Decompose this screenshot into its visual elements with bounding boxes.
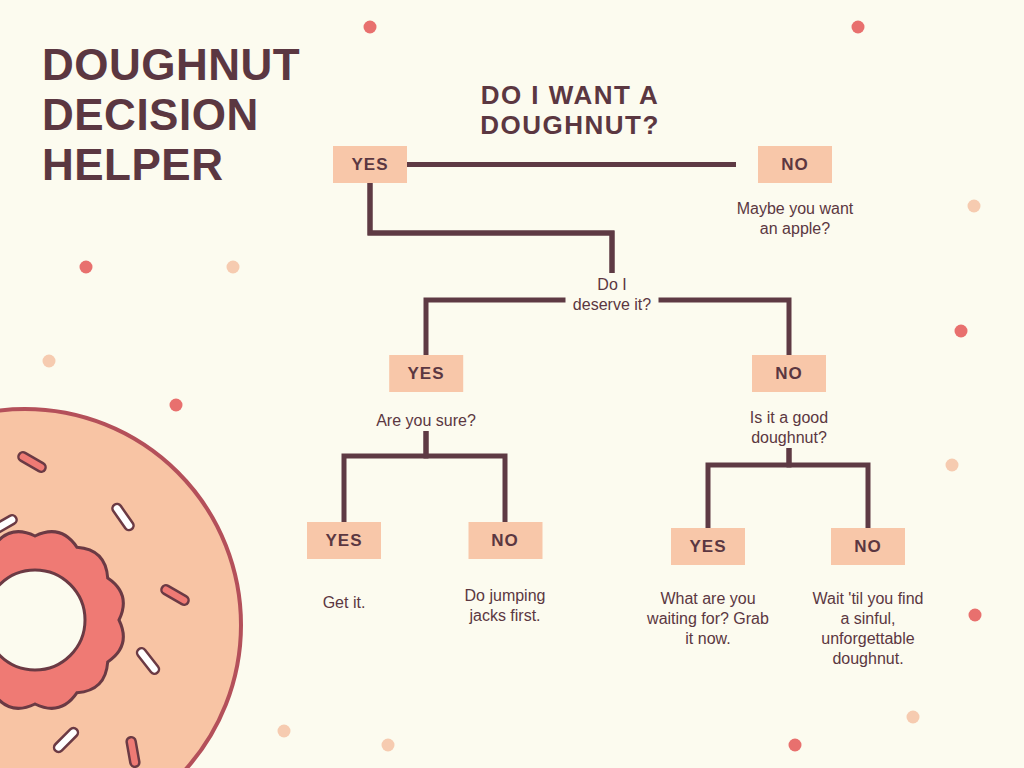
connector-line [370,183,789,355]
dot [968,200,981,213]
sprinkle-shape [52,726,80,754]
answer-text: What are you waiting for? Grab it now. [647,589,769,649]
doughnut-hole [0,570,85,670]
connector-line [426,431,505,522]
answer-box: NO [752,355,826,392]
answer-box: YES [333,146,407,183]
sprinkle-shape [17,451,47,474]
sprinkle [52,726,80,754]
sprinkle [126,736,140,767]
sprinkle-shape [160,584,190,607]
dot [969,609,982,622]
answer-text: Get it. [323,593,366,613]
answer-text: Is it a good doughnut? [739,408,839,448]
answer-text: Wait 'til you find a sinful, unforgettab… [808,589,928,669]
decision-node: NO Do jumping jacks first. [453,522,558,626]
dot [789,739,802,752]
dot [955,325,968,338]
sprinkle [160,584,190,607]
dot [852,21,865,34]
sprinkle [17,451,47,474]
decision-node: NO Wait 'til you find a sinful, unforgett… [808,528,928,669]
doughnut-illustration [0,409,241,768]
dot [43,355,56,368]
answer-box: NO [758,146,832,183]
question-text: Do I deserve it? [566,273,659,317]
answer-box: NO [468,522,542,559]
dot [946,459,959,472]
decision-node: YES What are you waiting for? Grab it now… [647,528,769,649]
connector-line [407,162,736,167]
page-title: DOUGHNUT DECISION HELPER [42,40,342,190]
dot [907,711,920,724]
answer-box: YES [307,522,381,559]
question-heading: DO I WANT A DOUGHNUT? [431,78,709,142]
dot [364,21,377,34]
answer-text: Are you sure? [376,411,476,431]
answer-box: YES [389,355,463,392]
dot [382,739,395,752]
sprinkle [111,502,136,532]
connector-line [344,431,426,522]
dot [170,399,183,412]
decision-node: YES Are you sure? [376,355,476,431]
decision-node: YES Get it. [307,522,381,613]
sprinkle-shape [111,502,136,532]
decision-node: NO Maybe you want an apple? [736,146,854,239]
dot [227,261,240,274]
answer-box: NO [831,528,905,565]
connector-line [370,183,612,355]
dot [278,725,291,738]
sprinkle [135,646,161,675]
answer-text: Do jumping jacks first. [453,586,558,626]
answer-text: Maybe you want an apple? [736,199,854,239]
answer-box: YES [671,528,745,565]
sprinkle-shape [0,514,18,537]
decision-node: NO Is it a good doughnut? [739,355,839,448]
sprinkle [0,514,18,537]
sprinkle-shape [135,646,161,675]
sprinkle-shape [126,736,140,767]
doughnut-body [0,409,241,768]
connector-line [708,448,789,528]
doughnut-icing [0,532,123,709]
connector-line [789,448,868,528]
decision-node: YES [333,146,407,183]
dot [80,261,93,274]
